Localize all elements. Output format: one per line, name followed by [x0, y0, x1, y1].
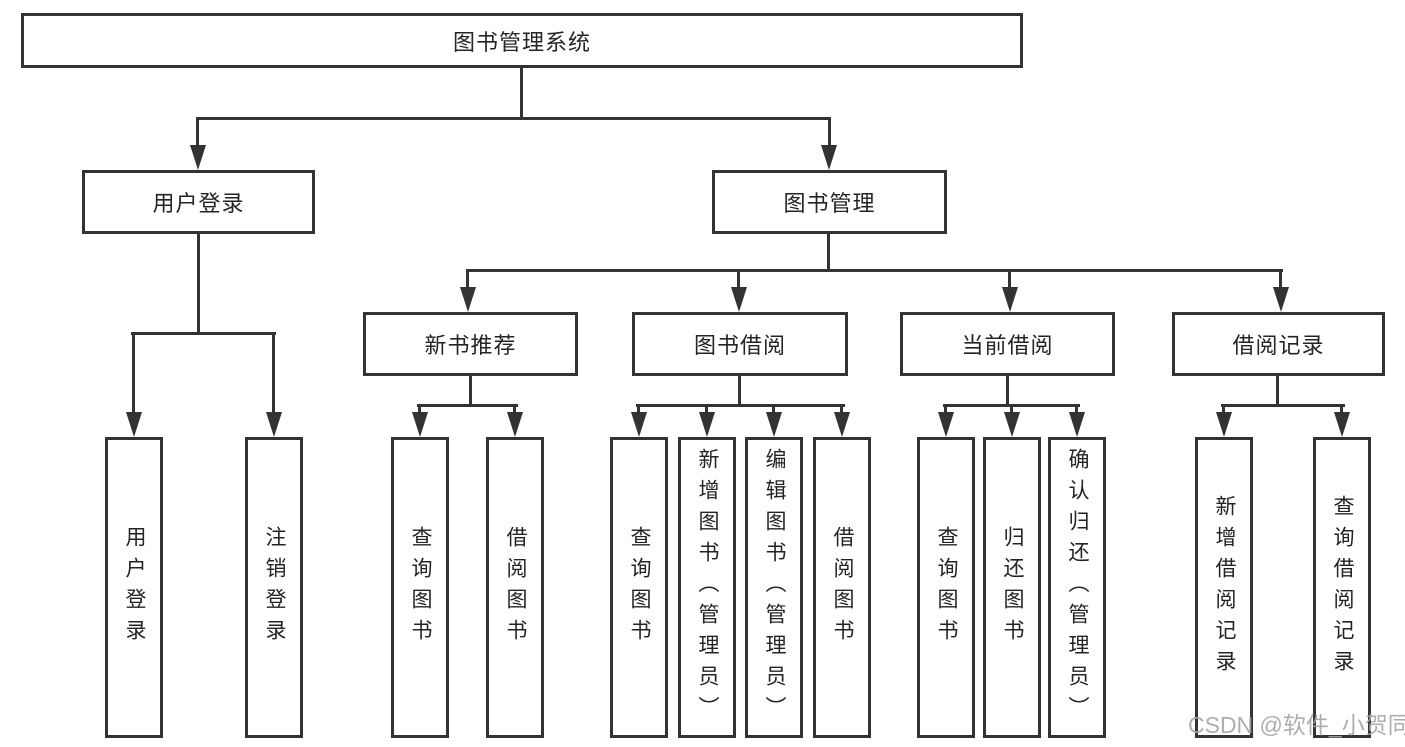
leaf-label: 查询图书 [409, 525, 432, 650]
leaf-edit-books-admin: 编辑图书（管理员） [745, 437, 803, 738]
connector-drop [637, 404, 640, 416]
node-borrowing-records: 借阅记录 [1172, 312, 1385, 376]
connector-book-borrowing-bar [636, 404, 845, 407]
connector-new-book-bar [417, 404, 518, 407]
leaf-add-books-admin: 新增图书（管理员） [678, 437, 736, 738]
connector-drop-book-borrowing [737, 269, 740, 289]
connector-root-stem [520, 68, 523, 118]
watermark-text: CSDN @软件_小贺同学 [1188, 712, 1405, 738]
connector-drop-borrowing-records [1279, 269, 1282, 289]
leaf-label: 用户登录 [123, 525, 146, 650]
arrow-down-icon [266, 412, 282, 437]
arrow-down-icon [699, 412, 715, 437]
node-book-borrowing: 图书借阅 [632, 312, 848, 376]
connector-book-management-stem [827, 234, 830, 272]
leaf-label: 确认归还（管理员） [1066, 448, 1089, 727]
connector-drop [944, 404, 947, 416]
connector-drop [772, 404, 775, 416]
connector-drop-user-login [196, 117, 199, 149]
node-book-management: 图书管理 [712, 170, 947, 234]
leaf-label: 归还图书 [1001, 525, 1024, 650]
connector-drop-leaf-logout [272, 332, 275, 414]
connector-drop-book-management [828, 117, 831, 149]
leaf-borrow-books-recommend: 借阅图书 [486, 437, 544, 738]
leaf-label: 查询借阅记录 [1331, 494, 1354, 681]
arrow-down-icon [190, 145, 206, 170]
connector-drop-current-borrowing [1008, 269, 1011, 289]
connector-drop [513, 404, 516, 416]
leaf-label: 查询图书 [628, 525, 651, 650]
connector-drop [1075, 404, 1078, 416]
connector-current-borrowing-stem [1006, 376, 1009, 407]
arrow-down-icon [507, 412, 523, 437]
node-current-borrowing: 当前借阅 [900, 312, 1115, 376]
leaf-return-books: 归还图书 [983, 437, 1041, 738]
arrow-down-icon [1216, 412, 1232, 437]
arrow-down-icon [1334, 412, 1350, 437]
node-library-management-system: 图书管理系统 [21, 13, 1023, 68]
connector-drop [418, 404, 421, 416]
arrow-down-icon [412, 412, 428, 437]
node-user-login: 用户登录 [82, 170, 315, 234]
connector-borrowing-records-stem [1276, 376, 1279, 407]
leaf-label: 查询图书 [935, 525, 958, 650]
arrow-down-icon [126, 412, 142, 437]
arrow-down-icon [731, 287, 747, 312]
leaf-query-books-borrowing: 查询图书 [610, 437, 668, 738]
leaf-label: 新增图书（管理员） [696, 448, 719, 727]
leaf-label: 借阅图书 [831, 525, 854, 650]
connector-drop-leaf-user-login [132, 332, 135, 414]
leaf-label: 编辑图书（管理员） [763, 448, 786, 727]
arrow-down-icon [1069, 412, 1085, 437]
leaf-add-borrow-record: 新增借阅记录 [1195, 437, 1253, 738]
leaf-query-books-recommend: 查询图书 [391, 437, 449, 738]
connector-modules-bar [466, 269, 1283, 272]
connector-drop [840, 404, 843, 416]
arrow-down-icon [1273, 287, 1289, 312]
leaf-query-borrow-record: 查询借阅记录 [1313, 437, 1371, 738]
connector-drop [1340, 404, 1343, 416]
leaf-logout: 注销登录 [245, 437, 303, 738]
arrow-down-icon [938, 412, 954, 437]
leaf-user-login: 用户登录 [105, 437, 163, 738]
leaf-query-books-current: 查询图书 [917, 437, 975, 738]
arrow-down-icon [1004, 412, 1020, 437]
connector-drop [705, 404, 708, 416]
connector-drop [1222, 404, 1225, 416]
leaf-label: 新增借阅记录 [1213, 494, 1236, 681]
connector-book-borrowing-stem [738, 376, 741, 407]
connector-borrowing-records-bar [1221, 404, 1345, 407]
arrow-down-icon [766, 412, 782, 437]
connector-user-login-bar [131, 332, 276, 335]
connector-new-book-stem [469, 376, 472, 407]
arrow-down-icon [1002, 287, 1018, 312]
arrow-down-icon [821, 145, 837, 170]
connector-drop [1010, 404, 1013, 416]
leaf-label: 注销登录 [263, 525, 286, 650]
leaf-borrow-books-borrowing: 借阅图书 [813, 437, 871, 738]
node-new-book-recommendation: 新书推荐 [363, 312, 578, 376]
arrow-down-icon [834, 412, 850, 437]
connector-root-bar [196, 117, 831, 120]
connector-user-login-stem [197, 234, 200, 335]
leaf-confirm-return-admin: 确认归还（管理员） [1048, 437, 1106, 738]
connector-drop-new-book [466, 269, 469, 289]
arrow-down-icon [460, 287, 476, 312]
arrow-down-icon [631, 412, 647, 437]
leaf-label: 借阅图书 [504, 525, 527, 650]
